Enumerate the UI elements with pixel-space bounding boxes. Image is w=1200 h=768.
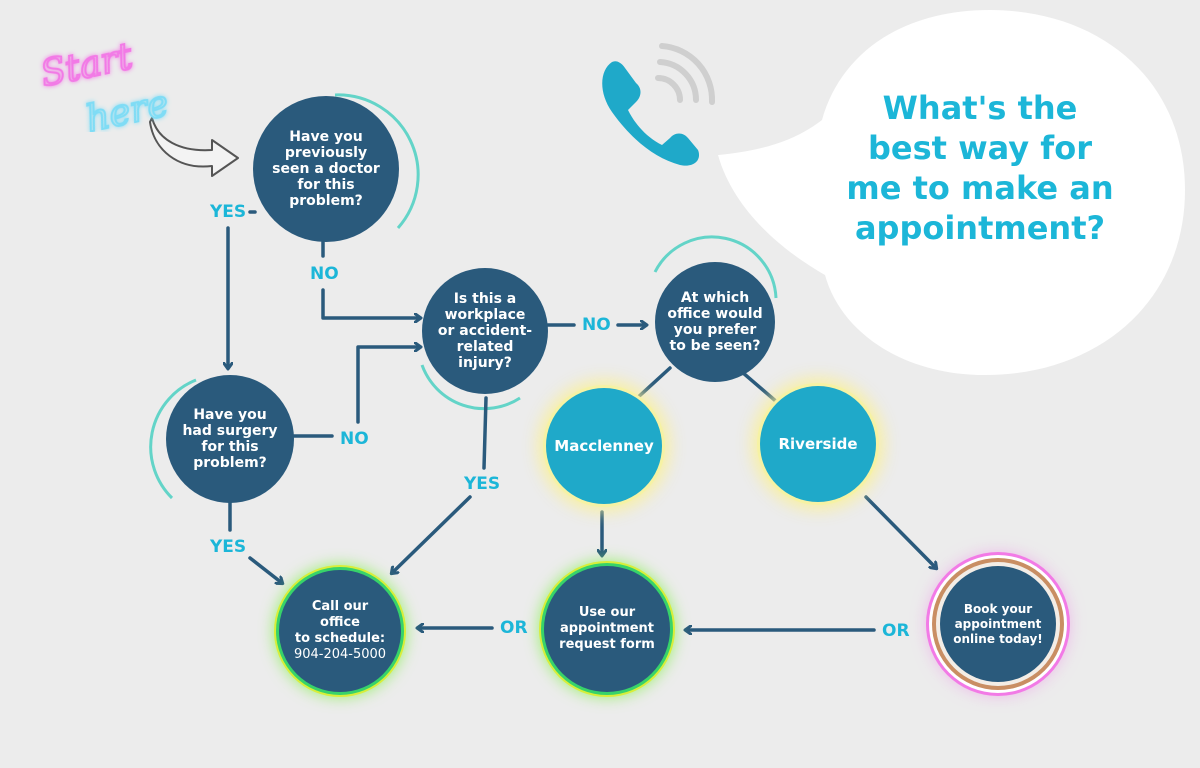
- node-text: for this: [297, 177, 355, 193]
- label-or: OR: [882, 621, 910, 641]
- speech-bubble-question: What's the best way for me to make an ap…: [840, 88, 1120, 248]
- connector: [740, 370, 780, 405]
- node-text: online today!: [953, 631, 1043, 646]
- node-text: or accident-: [437, 323, 533, 339]
- node-text: Call our office: [311, 599, 369, 630]
- node-text: Book your: [963, 601, 1033, 616]
- accent-arc: [420, 364, 521, 411]
- node-call-office: Call our office to schedule: 904-204-500…: [279, 570, 401, 692]
- node-text: workplace: [444, 307, 526, 323]
- node-text: for this: [201, 439, 259, 455]
- node-text: had surgery: [182, 423, 278, 439]
- connector: [356, 347, 420, 424]
- phone-number: 904-204-5000: [293, 647, 387, 662]
- node-text: Have you: [289, 129, 363, 145]
- bubble-line: appointment?: [854, 209, 1106, 247]
- bubble-line: What's the: [882, 89, 1078, 127]
- node-request-form: Use our appointment request form: [544, 566, 670, 692]
- node-workplace-injury: Is this a workplace or accident- related…: [422, 268, 548, 394]
- node-text: injury?: [458, 355, 512, 371]
- node-text: previously: [284, 145, 368, 161]
- node-book-online: Book your appointment online today!: [940, 566, 1056, 682]
- accent-arc: [334, 93, 420, 229]
- node-text: related: [456, 339, 514, 355]
- connector: [321, 288, 420, 318]
- node-text: appointment: [954, 616, 1042, 631]
- label-no: NO: [310, 264, 339, 284]
- node-text: problem?: [289, 193, 363, 209]
- node-text: to schedule:: [294, 631, 386, 646]
- node-text: seen a doctor: [272, 161, 380, 177]
- speech-bubble: [718, 10, 1185, 375]
- node-text: Is this a: [453, 291, 517, 307]
- bubble-line: best way for: [868, 129, 1092, 167]
- label-yes: YES: [464, 474, 501, 494]
- node-text: Use our: [578, 605, 636, 620]
- accent-arc: [149, 378, 197, 500]
- connector: [633, 366, 672, 402]
- node-text: At which: [680, 290, 750, 306]
- accent-arc: [653, 235, 778, 299]
- start-word: Start: [37, 36, 136, 95]
- node-text: you prefer: [673, 322, 757, 338]
- connector: [482, 396, 488, 470]
- here-word: here: [82, 83, 172, 132]
- node-macclenney: Macclenney: [546, 388, 662, 504]
- node-text: Riverside: [778, 435, 858, 453]
- node-text: appointment: [559, 621, 655, 636]
- connector: [248, 556, 282, 583]
- label-no: NO: [340, 429, 369, 449]
- connector: [392, 495, 472, 573]
- node-text: Macclenney: [554, 437, 654, 455]
- node-text: to be seen?: [669, 338, 761, 354]
- node-text: Have you: [193, 407, 267, 423]
- label-yes: YES: [210, 202, 247, 222]
- label-or: OR: [500, 618, 528, 638]
- phone-icon: [602, 43, 716, 166]
- label-yes: YES: [210, 537, 247, 557]
- node-text: request form: [559, 637, 655, 652]
- node-text: office would: [667, 306, 763, 322]
- node-which-office: At which office would you prefer to be s…: [655, 262, 775, 382]
- node-text: problem?: [193, 455, 267, 471]
- node-riverside: Riverside: [760, 386, 876, 502]
- bubble-line: me to make an: [846, 169, 1114, 207]
- connector: [864, 495, 936, 568]
- start-here-sign: Start here: [36, 35, 173, 132]
- curved-arrow-icon: [149, 117, 239, 177]
- label-no: NO: [582, 315, 611, 335]
- node-had-surgery: Have you had surgery for this problem?: [166, 375, 294, 503]
- node-seen-doctor: Have you previously seen a doctor for th…: [253, 96, 399, 242]
